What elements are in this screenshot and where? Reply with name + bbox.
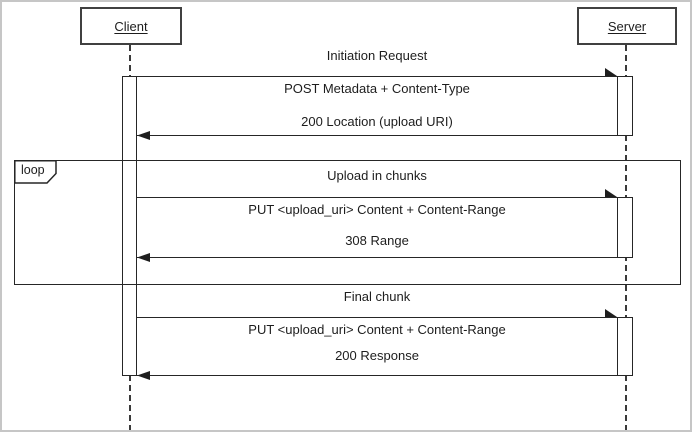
client-activation-bar [122,76,137,376]
section2-request-arrowhead-icon [605,189,617,197]
server-activation-initiation [617,76,633,136]
section2-response-label: 308 Range [345,233,409,248]
section1-response-label: 200 Location (upload URI) [301,114,453,129]
section3-response-label: 200 Response [335,348,419,363]
actor-client-label: Client [114,18,148,34]
section2-title: Upload in chunks [327,168,427,183]
section1-request-arrowhead-icon [605,68,617,76]
section3-title: Final chunk [343,289,411,304]
section1-response-arrowhead-icon [137,131,150,140]
section3-response-line [137,375,617,376]
section2-response-arrowhead-icon [137,253,150,262]
section1-request-label: POST Metadata + Content-Type [284,81,470,96]
section1-request-line [137,76,617,77]
loop-fragment-tab: loop [14,160,60,185]
section2-request-label: PUT <upload_uri> Content + Content-Range [248,202,506,217]
section1-response-line [137,135,617,136]
section3-response-arrowhead-icon [137,371,150,380]
actor-client: Client [80,7,182,45]
actor-server-label: Server [607,18,647,34]
section2-request-line [137,197,617,198]
loop-operator-label: loop [21,163,45,177]
section1-title: Initiation Request [326,48,428,63]
section3-request-arrowhead-icon [605,309,617,317]
section3-request-line [137,317,617,318]
loop-fragment-box [14,160,681,285]
actor-server: Server [577,7,677,45]
section3-request-label: PUT <upload_uri> Content + Content-Range [248,322,506,337]
loop-tab-shape [14,160,57,184]
server-activation-final [617,317,633,376]
server-activation-loop [617,197,633,258]
section2-response-line [137,257,617,258]
